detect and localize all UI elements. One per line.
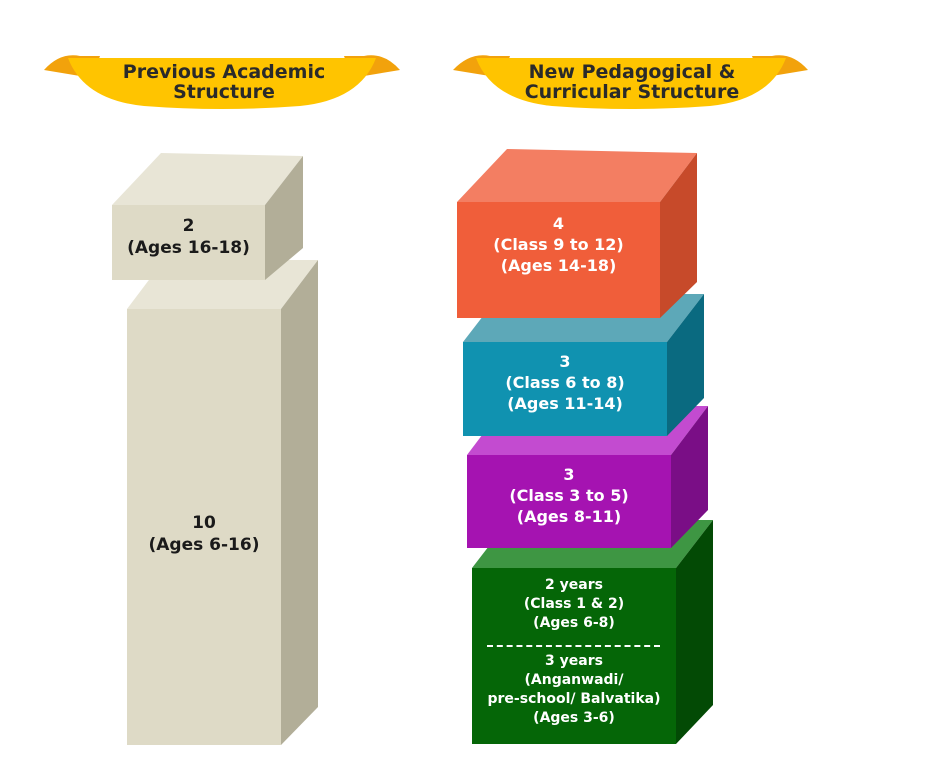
block-top-face — [457, 149, 697, 202]
banner-previous — [44, 55, 400, 109]
block-side-face — [667, 294, 704, 436]
banner-title-new: New Pedagogical & Curricular Structure — [482, 61, 782, 103]
duration: 2 — [182, 216, 195, 236]
block-front-face — [112, 205, 265, 280]
block-front-face — [127, 309, 281, 745]
block-front-face — [457, 202, 660, 318]
class-range: (Class 6 to 8) — [505, 372, 625, 392]
block-side-face — [265, 156, 303, 280]
class-range: (Class 9 to 12) — [493, 234, 624, 254]
block-previous-upper — [112, 153, 303, 280]
stage-name: pre-school/ Balvatika) — [487, 690, 661, 707]
foundational-divider — [487, 645, 660, 647]
label-foundational-lower: 3 years (Anganwadi/ pre-school/ Balvatik… — [472, 652, 676, 728]
label-previous-lower: 10 (Ages 6-16) — [127, 512, 281, 556]
label-foundational-upper: 2 years (Class 1 & 2) (Ages 6-8) — [472, 576, 676, 633]
class-range: (Class 3 to 5) — [509, 485, 629, 505]
block-side-face — [660, 153, 697, 318]
banner-title-line: New Pedagogical & — [528, 61, 736, 83]
banner-title-previous: Previous Academic Structure — [74, 61, 374, 103]
block-secondary — [457, 149, 697, 318]
age-range: (Ages 6-16) — [148, 535, 260, 556]
block-previous-lower — [127, 260, 318, 745]
block-front-face — [463, 342, 667, 436]
label-secondary: 4 (Class 9 to 12) (Ages 14-18) — [457, 214, 660, 276]
banner-title-line: Curricular Structure — [524, 80, 740, 103]
block-side-face — [676, 520, 713, 744]
label-previous-upper: 2 (Ages 16-18) — [112, 215, 265, 259]
age-range: (Ages 14-18) — [500, 255, 617, 275]
stage-name: (Anganwadi/ — [524, 671, 624, 688]
class-range: (Class 1 & 2) — [523, 595, 625, 612]
duration: 3 — [559, 352, 571, 371]
banner-new — [453, 55, 808, 109]
block-side-face — [671, 406, 708, 548]
banner-title-line: Previous Academic — [122, 61, 326, 83]
block-top-face — [112, 153, 303, 205]
duration: 3 years — [545, 653, 603, 669]
age-range: (Ages 6-8) — [533, 614, 615, 631]
duration: 3 — [563, 465, 575, 484]
duration: 10 — [192, 513, 216, 533]
age-range: (Ages 16-18) — [127, 238, 250, 259]
age-range: (Ages 11-14) — [507, 393, 623, 413]
banner-title-line: Structure — [173, 80, 275, 103]
duration: 4 — [552, 214, 565, 233]
block-side-face — [281, 260, 318, 745]
block-front-face — [472, 568, 676, 744]
block-front-face — [467, 455, 671, 548]
duration: 2 years — [545, 577, 603, 593]
label-middle: 3 (Class 6 to 8) (Ages 11-14) — [463, 352, 667, 414]
age-range: (Ages 8-11) — [516, 506, 622, 526]
label-preparatory: 3 (Class 3 to 5) (Ages 8-11) — [467, 465, 671, 527]
age-range: (Ages 3-6) — [533, 709, 615, 726]
banner-ribbon — [68, 58, 376, 109]
banner-ribbon — [476, 58, 786, 109]
